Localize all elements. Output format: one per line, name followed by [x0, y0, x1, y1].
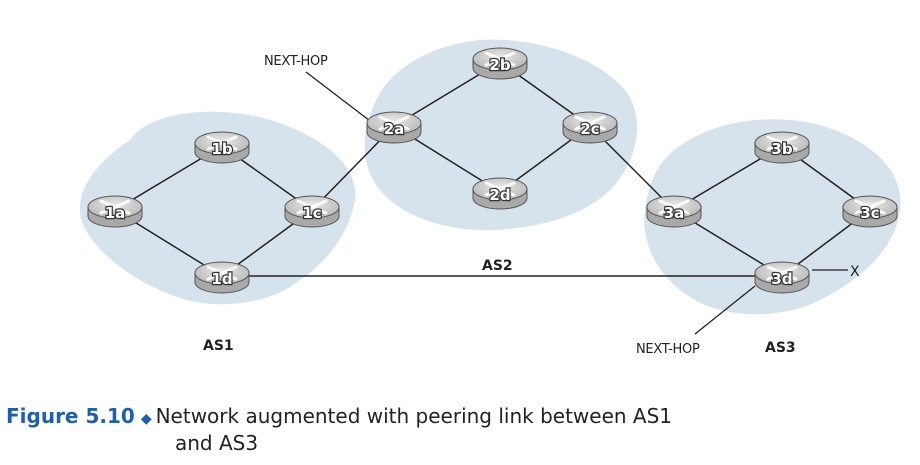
router-label-3d: 3d [771, 270, 792, 288]
router-3a: 3a [646, 195, 702, 228]
router-1d: 1d [194, 261, 250, 294]
figure-label: Figure 5.10 [6, 404, 135, 428]
router-label-1d: 1d [211, 270, 232, 288]
next-hop-bottom-pointer [694, 285, 756, 335]
as3-region [644, 119, 901, 315]
as1-label: AS1 [203, 338, 234, 354]
as2-label: AS2 [482, 258, 513, 274]
router-3b: 3b [754, 131, 810, 164]
router-label-2b: 2b [489, 56, 510, 74]
router-label-3a: 3a [664, 204, 685, 222]
router-1b: 1b [194, 131, 250, 164]
diamond-icon: ◆ [140, 411, 152, 427]
router-2a: 2a [366, 111, 422, 144]
router-label-2d: 2d [489, 186, 510, 204]
router-label-2a: 2a [384, 120, 405, 138]
router-1a: 1a [87, 195, 143, 228]
router-2d: 2d [472, 177, 528, 210]
router-1c: 1c [284, 195, 340, 228]
router-label-2c: 2c [580, 120, 599, 138]
next-hop-top-pointer [305, 71, 375, 125]
routers-layer: 1a 1b 1c 1d 2a 2b 2c 2d 3a 3b 3c 3d [87, 47, 898, 294]
router-label-3c: 3c [860, 204, 879, 222]
x-marker-label: X [850, 264, 860, 280]
as2-region [364, 39, 637, 231]
next-hop-label-top: NEXT-HOP [264, 54, 328, 69]
router-label-1a: 1a [105, 204, 126, 222]
caption-line-2: and AS3 [175, 431, 259, 455]
router-label-3b: 3b [771, 140, 792, 158]
router-label-1b: 1b [211, 140, 232, 158]
router-3d: 3d [754, 261, 810, 294]
next-hop-label-bottom: NEXT-HOP [636, 342, 700, 357]
router-3c: 3c [842, 195, 898, 228]
router-2c: 2c [562, 111, 618, 144]
as3-label: AS3 [765, 340, 796, 356]
figure-caption: Figure 5.10 ◆Network augmented with peeri… [6, 404, 906, 455]
as1-region [79, 111, 356, 305]
caption-line-1: Network augmented with peering link betw… [155, 404, 673, 428]
router-label-1c: 1c [302, 204, 321, 222]
router-2b: 2b [472, 47, 528, 80]
